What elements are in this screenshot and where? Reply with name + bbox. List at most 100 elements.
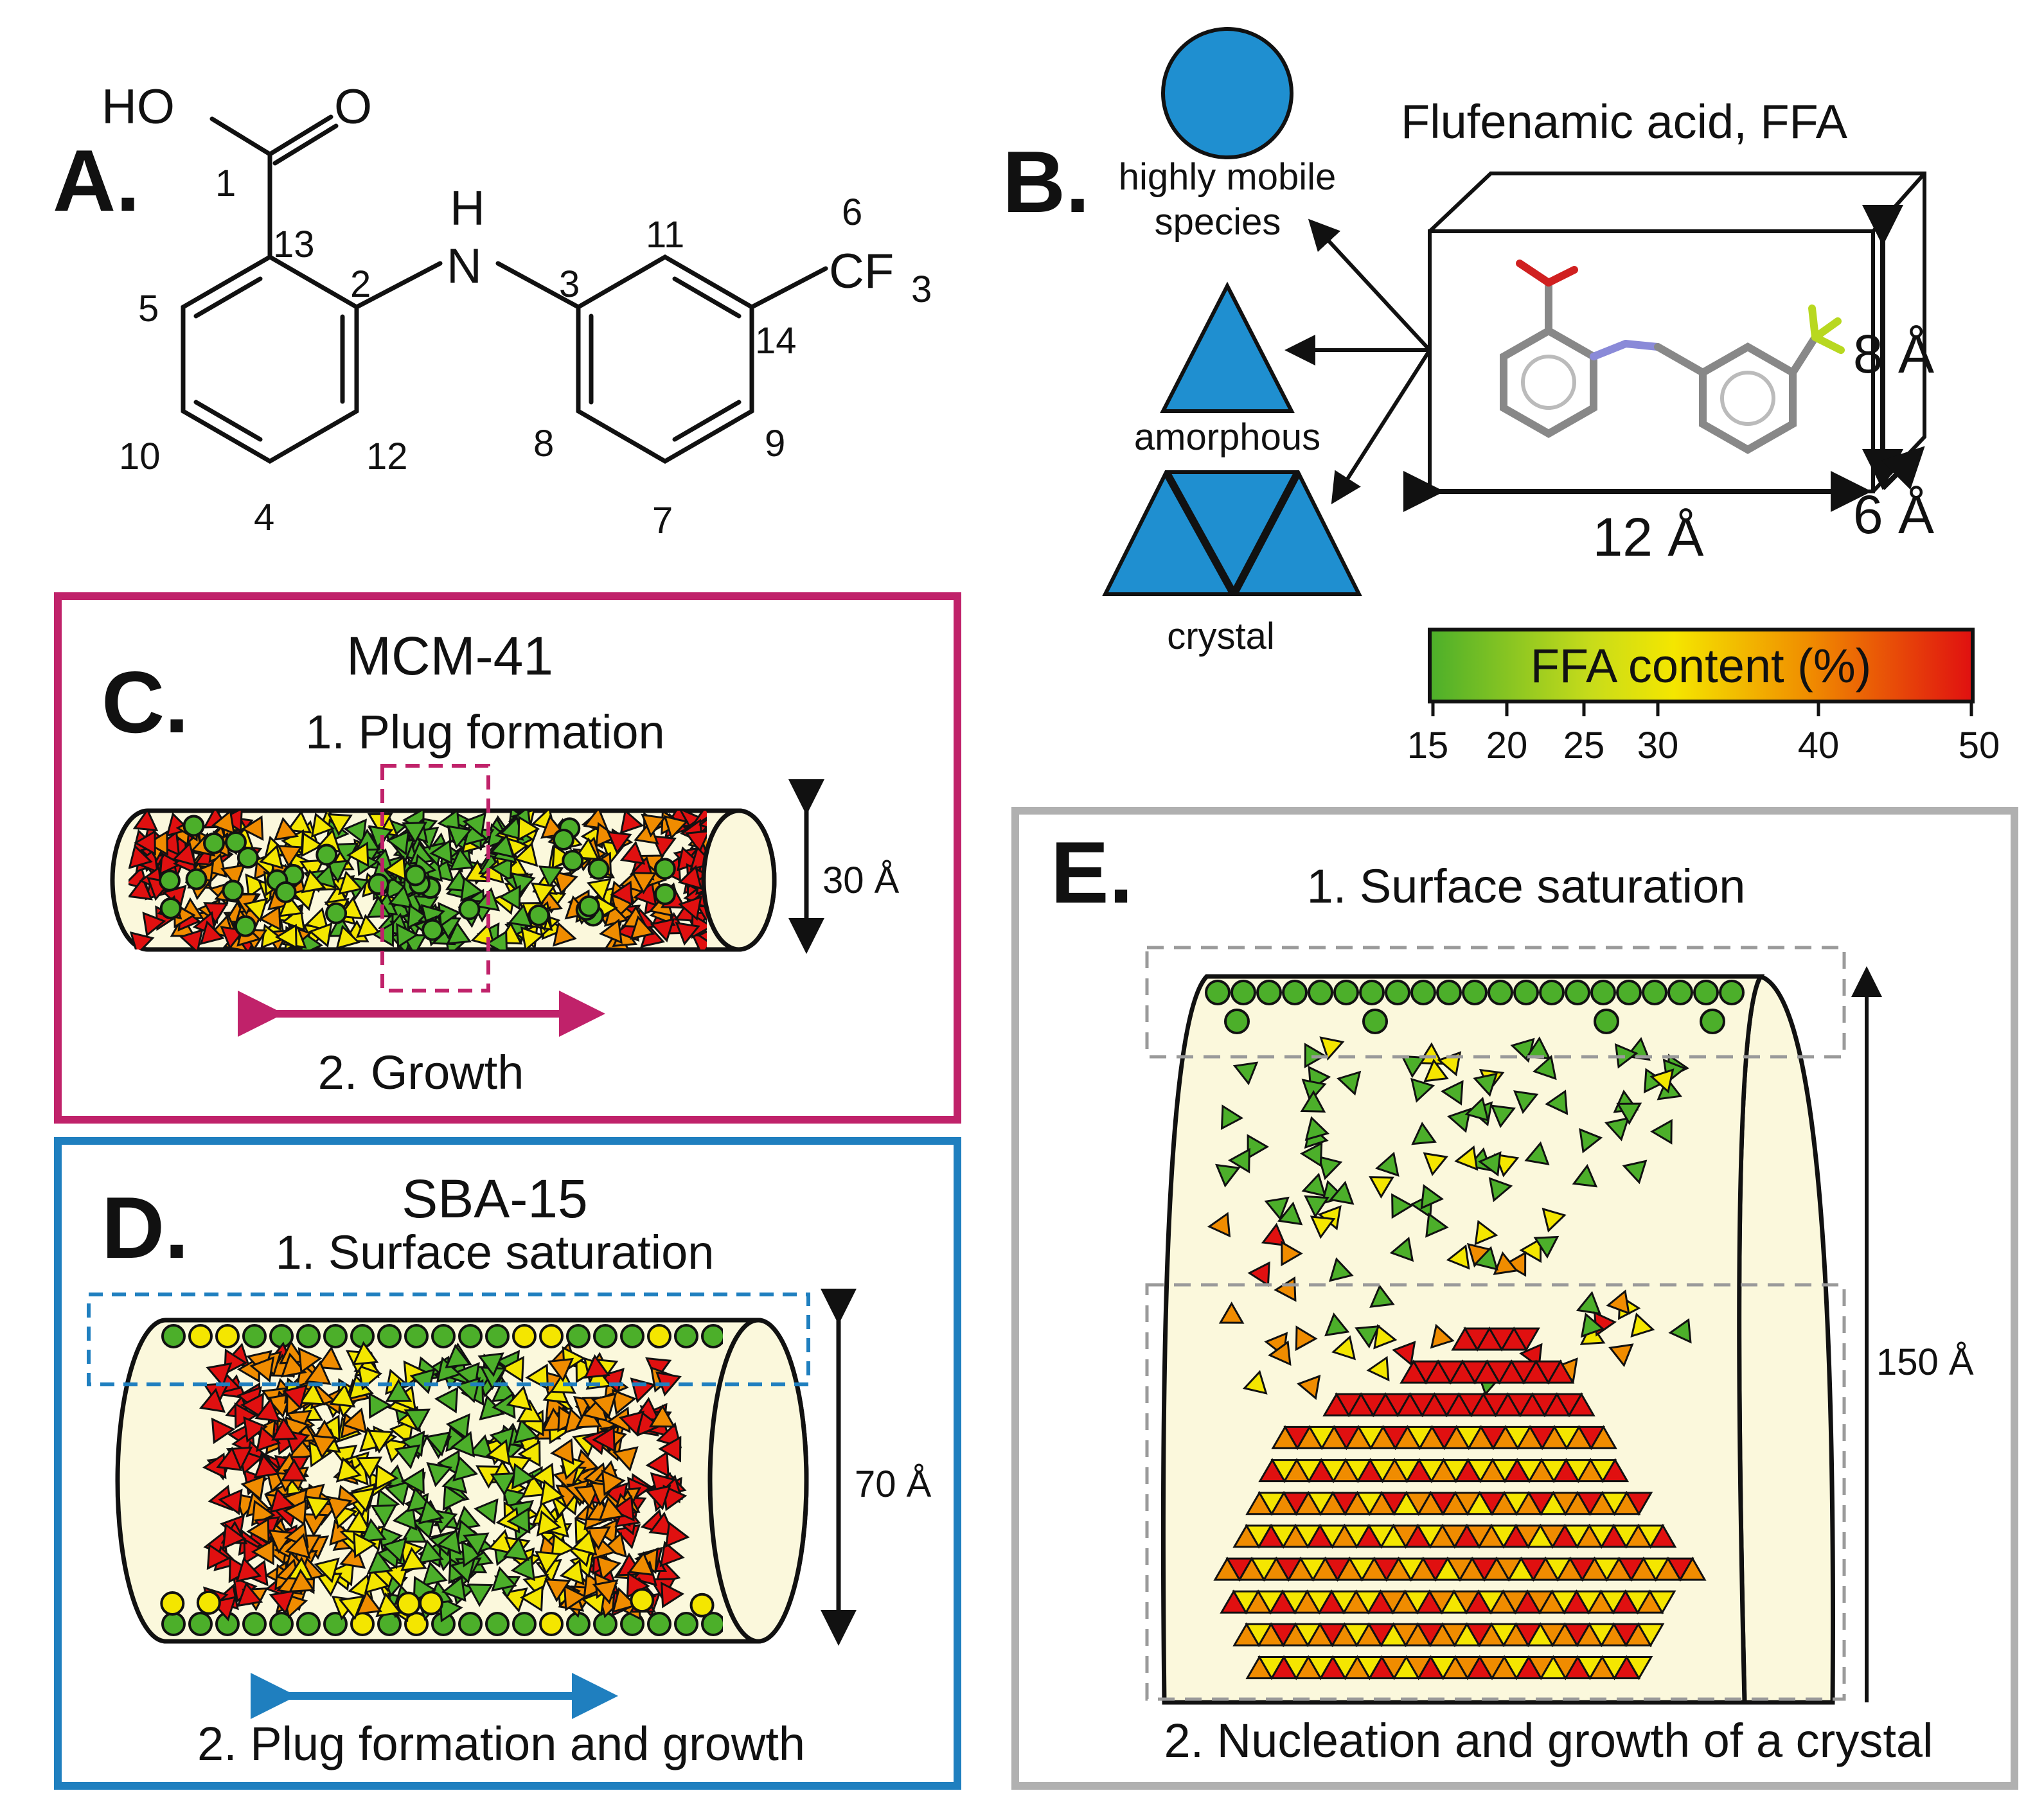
- molecule-triangle: [467, 1584, 493, 1607]
- molecule-triangle: [1420, 1184, 1444, 1210]
- crystal-lattice-triangle: [1601, 1458, 1630, 1483]
- molecule-triangle: [1299, 1142, 1323, 1168]
- molecule-triangle: [1490, 1104, 1516, 1129]
- molecule-triangle: [441, 1575, 467, 1602]
- molecule-triangle: [364, 1567, 390, 1594]
- molecule-triangle: [222, 1522, 247, 1550]
- colorbar-tick-label: 50: [1959, 725, 2000, 766]
- molecule-triangle: [285, 1533, 311, 1559]
- atom-n: N: [447, 239, 482, 294]
- molecule-triangle: [1580, 1312, 1605, 1338]
- mobile-molecule-circle: [1539, 980, 1565, 1005]
- molecule-triangle: [277, 845, 303, 868]
- crystal-lattice-triangle: [1649, 1523, 1677, 1548]
- molecule-triangle: [235, 1557, 262, 1583]
- species-label-mobile-2: species: [1155, 201, 1281, 243]
- mobile-molecule-circle: [701, 1324, 723, 1348]
- molecule-triangle: [383, 855, 407, 881]
- atom-number: 9: [765, 423, 785, 464]
- molecule-triangle: [280, 1458, 308, 1482]
- mobile-molecule-circle: [1462, 980, 1488, 1005]
- molecule-triangle: [1319, 1036, 1345, 1061]
- molecule-triangle: [327, 813, 353, 836]
- molecule-triangle: [659, 1540, 685, 1567]
- molecule-triangle: [353, 1531, 377, 1558]
- panel-e-step2: 2. Nucleation and growth of a crystal: [1164, 1714, 1933, 1767]
- mobile-molecule-circle: [1282, 980, 1308, 1005]
- molecule-triangle: [663, 815, 689, 840]
- panel-e-label: E.: [1051, 824, 1133, 921]
- mobile-molecule-circle: [1594, 1009, 1619, 1034]
- colorbar-tick-label: 30: [1637, 725, 1679, 766]
- colorbar-tick-label: 15: [1407, 725, 1449, 766]
- molecule-triangle: [299, 859, 325, 883]
- molecule-triangle: [271, 1416, 298, 1441]
- molecule-triangle: [563, 1584, 588, 1612]
- molecule-triangle: [1604, 1116, 1630, 1142]
- mobile-molecule-circle: [1410, 980, 1436, 1005]
- highly-mobile-species-circle: [1161, 27, 1293, 159]
- molecule-triangle: [658, 1436, 682, 1463]
- mobile-molecule-circle: [1700, 1009, 1725, 1034]
- molecule-triangle: [366, 1549, 393, 1575]
- mobile-molecule-circle: [242, 1612, 267, 1636]
- mobile-molecule-circle: [1642, 980, 1667, 1005]
- molecule-triangle: [330, 1559, 355, 1587]
- molecule-triangle: [601, 1469, 626, 1496]
- molecule-triangle: [574, 837, 600, 861]
- molecule-triangle: [467, 1434, 494, 1460]
- dim-6a: 6 Å: [1853, 484, 1934, 545]
- molecule-triangle: [536, 1510, 562, 1537]
- molecule-triangle: [1389, 1237, 1414, 1262]
- mobile-molecule-circle: [185, 868, 208, 890]
- mobile-molecule-circle: [1205, 980, 1231, 1005]
- molecule-triangle: [349, 1487, 376, 1513]
- mobile-molecule-circle: [1616, 980, 1642, 1005]
- mobile-molecule-circle: [1488, 980, 1513, 1005]
- mobile-molecule-circle: [562, 849, 584, 872]
- mobile-molecule-circle: [196, 1590, 221, 1615]
- molecule-triangle: [337, 870, 363, 896]
- molecule-triangle: [134, 829, 156, 856]
- crystal-lattice-triangle: [1637, 1623, 1665, 1648]
- molecule-triangle: [288, 1568, 315, 1593]
- molecule-triangle: [648, 1404, 676, 1428]
- molecule-triangle: [1373, 1324, 1398, 1350]
- molecule-triangle: [298, 1347, 323, 1374]
- atom-number: 7: [652, 500, 673, 542]
- atom-number: 13: [273, 224, 315, 265]
- molecule-triangle: [400, 1519, 427, 1543]
- molecule-triangle: [301, 869, 326, 894]
- mobile-molecule-circle: [485, 1324, 510, 1348]
- mobile-molecule-circle: [485, 1612, 510, 1636]
- molecule-triangle: [401, 1467, 425, 1495]
- molecule-triangle: [249, 1356, 275, 1383]
- molecule-triangle: [549, 1370, 576, 1394]
- mobile-molecule-circle: [161, 1612, 186, 1636]
- colorbar: FFA content (%) 15 20 25 30 40 50: [1407, 628, 2000, 766]
- molecule-triangle: [1268, 1340, 1292, 1366]
- molecule-triangle: [424, 1431, 451, 1457]
- molecule-triangle: [240, 815, 264, 842]
- molecule-triangle: [1310, 1215, 1336, 1239]
- atom-number: 8: [533, 423, 554, 464]
- sba15-pore-end: [707, 1318, 809, 1644]
- molecule-triangle: [1519, 1237, 1542, 1263]
- molecule-triangle: [508, 903, 533, 928]
- molecule-triangle: [538, 865, 564, 889]
- molecule-triangle: [550, 1533, 575, 1560]
- molecule-triangle: [1400, 1055, 1426, 1079]
- molecule-triangle: [1366, 1355, 1390, 1382]
- molecule-triangle: [1331, 1335, 1356, 1361]
- molecule-triangle: [335, 924, 360, 949]
- molecule-triangle: [1616, 1102, 1642, 1125]
- atom-number: 5: [138, 288, 159, 330]
- molecule-triangle: [607, 831, 632, 855]
- molecule-triangle: [547, 1357, 574, 1382]
- molecule-triangle: [418, 1499, 445, 1524]
- molecule-triangle: [339, 1544, 366, 1569]
- mobile-molecule-circle: [161, 1324, 186, 1348]
- crystal-lattice-triangle: [1512, 1327, 1540, 1352]
- mobile-molecule-circle: [296, 1324, 321, 1348]
- mobile-molecule-circle: [325, 902, 348, 924]
